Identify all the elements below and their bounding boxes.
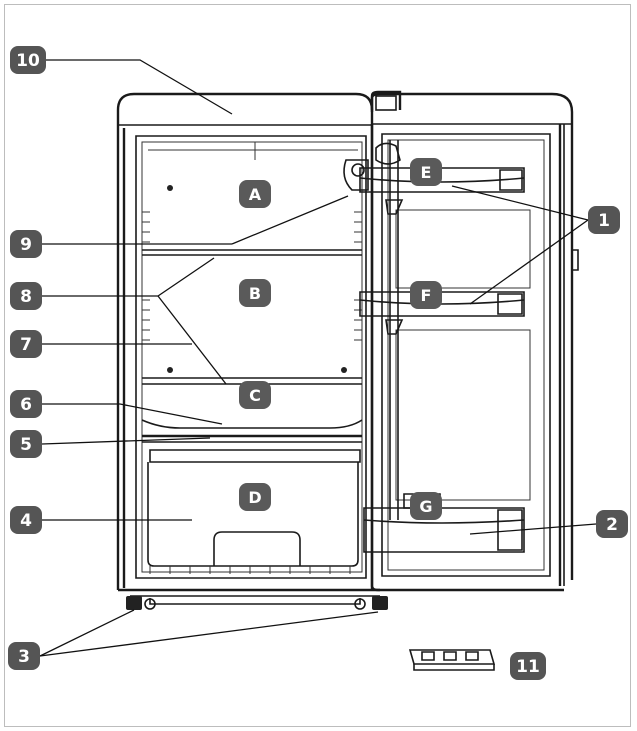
svg-text:4: 4 (20, 511, 32, 531)
svg-text:7: 7 (20, 335, 32, 355)
callout-1: 1 (588, 206, 620, 234)
callout-11: 11 (510, 652, 546, 680)
leader-lines (39, 59, 597, 657)
callout-7: 7 (10, 330, 42, 358)
svg-text:11: 11 (516, 657, 540, 677)
callout-8: 8 (10, 282, 42, 310)
letter-label-c: C (239, 381, 271, 409)
svg-text:A: A (249, 185, 262, 204)
svg-text:2: 2 (606, 515, 618, 535)
svg-text:6: 6 (20, 395, 32, 415)
svg-text:G: G (419, 497, 432, 516)
svg-text:9: 9 (20, 235, 32, 255)
letter-label-e: E (410, 158, 442, 186)
letter-label-f: F (410, 281, 442, 309)
callout-5: 5 (10, 430, 42, 458)
svg-text:E: E (421, 163, 432, 182)
svg-text:3: 3 (18, 647, 30, 667)
svg-text:F: F (421, 286, 432, 305)
diagram-frame (4, 4, 631, 727)
svg-text:8: 8 (20, 287, 32, 307)
svg-text:10: 10 (16, 51, 40, 71)
letter-label-d: D (239, 483, 271, 511)
fridge-body (116, 92, 388, 610)
ice-tray-accessory (408, 649, 496, 671)
letter-label-b: B (239, 279, 271, 307)
callout-6: 6 (10, 390, 42, 418)
svg-text:1: 1 (598, 211, 610, 231)
callout-2: 2 (596, 510, 628, 538)
svg-text:B: B (249, 284, 261, 303)
callout-4: 4 (10, 506, 42, 534)
svg-text:C: C (249, 386, 261, 405)
letter-label-g: G (410, 492, 442, 520)
letter-label-a: A (239, 180, 271, 208)
callout-9: 9 (10, 230, 42, 258)
svg-text:D: D (248, 488, 261, 507)
svg-text:5: 5 (20, 435, 32, 455)
fridge-door (343, 90, 579, 592)
callout-10: 10 (10, 46, 46, 74)
callout-3: 3 (8, 642, 40, 670)
